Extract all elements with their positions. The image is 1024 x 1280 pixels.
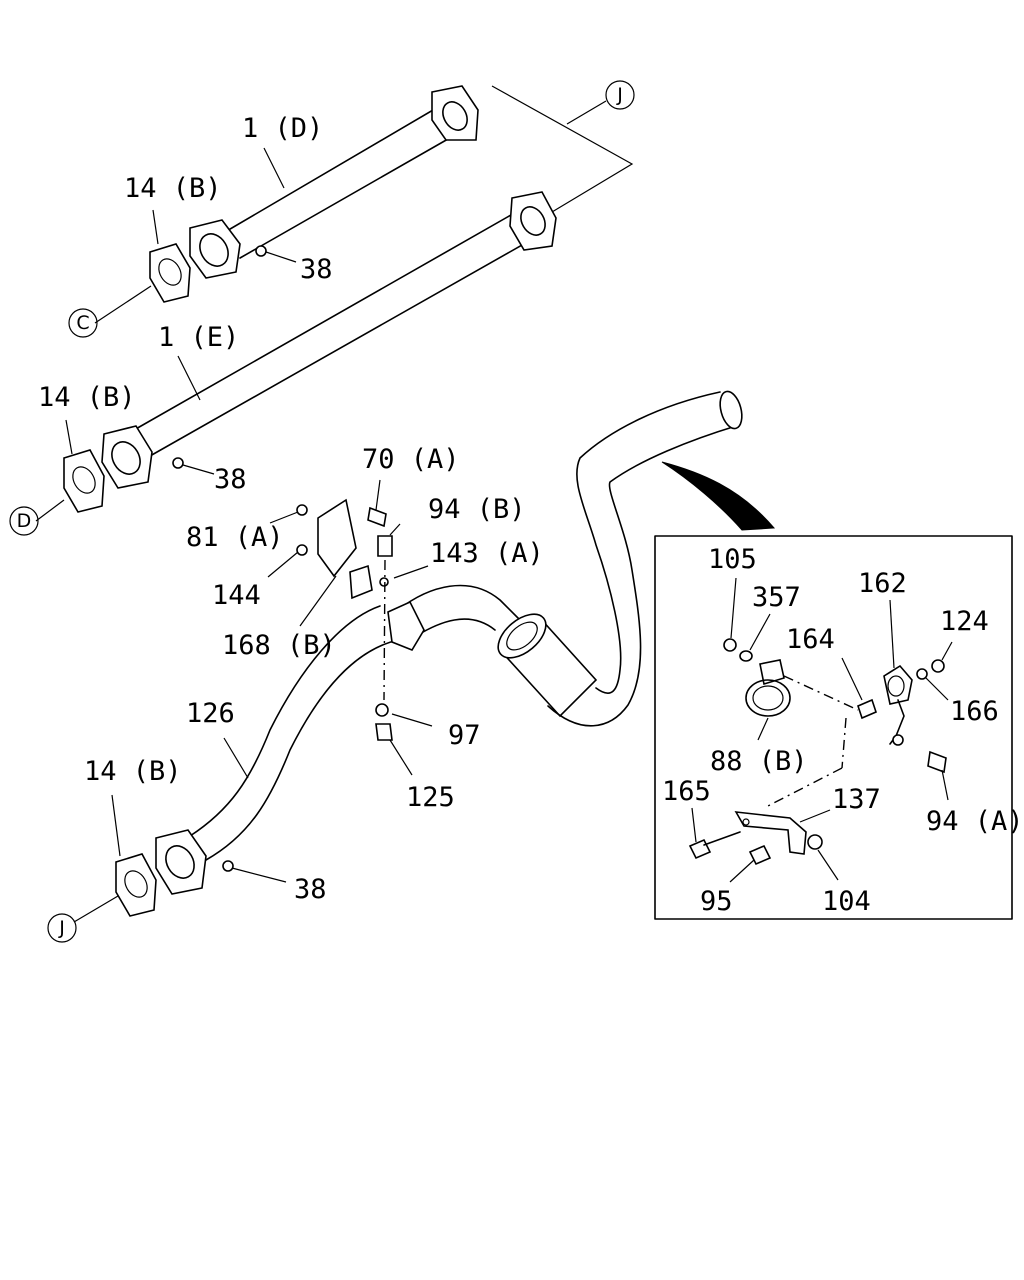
label-95: 95 — [700, 886, 733, 917]
label-124: 124 — [940, 606, 989, 637]
label-144: 144 — [212, 580, 261, 611]
label-165: 165 — [662, 776, 711, 807]
muffler-assembly — [387, 390, 743, 727]
connector-j-bottom: J — [47, 913, 77, 943]
leader-j-top — [491, 85, 634, 213]
label-14b-top: 14 (B) — [124, 173, 222, 204]
label-94b: 94 (B) — [428, 494, 526, 525]
label-166: 166 — [950, 696, 999, 727]
detail-arrow — [661, 461, 776, 531]
pipe-1d — [189, 85, 479, 279]
label-162: 162 — [858, 568, 907, 599]
label-14b-middle: 14 (B) — [38, 382, 136, 413]
connector-j-top: J — [605, 80, 635, 110]
pipe-1e — [101, 191, 557, 489]
hanger-bracket — [296, 498, 393, 741]
label-357: 357 — [752, 582, 801, 613]
svg-text:J: J — [616, 84, 623, 106]
svg-text:C: C — [76, 312, 89, 334]
label-126: 126 — [186, 698, 235, 729]
label-1e: 1 (E) — [158, 322, 239, 353]
label-70a: 70 (A) — [362, 444, 460, 475]
label-81a: 81 (A) — [186, 522, 284, 553]
detail-box — [654, 535, 1013, 920]
connector-d: D — [9, 506, 39, 536]
label-1d: 1 (D) — [242, 113, 323, 144]
label-104: 104 — [822, 886, 871, 917]
gasket-14b-middle — [63, 449, 105, 513]
leader-lines — [35, 147, 953, 923]
label-143a: 143 (A) — [430, 538, 544, 569]
gasket-14b-bottom — [115, 853, 157, 917]
gasket-14b-top — [149, 243, 191, 303]
label-164: 164 — [786, 624, 835, 655]
label-94a: 94 (A) — [926, 806, 1024, 837]
label-125: 125 — [406, 782, 455, 813]
label-38-middle: 38 — [214, 464, 247, 495]
label-88b: 88 (B) — [710, 746, 808, 777]
label-168b: 168 (B) — [222, 630, 336, 661]
label-137: 137 — [832, 784, 881, 815]
svg-text:D: D — [17, 510, 32, 532]
svg-text:J: J — [58, 917, 65, 939]
label-97: 97 — [448, 720, 481, 751]
label-38-top: 38 — [300, 254, 333, 285]
front-pipe-126 — [155, 605, 399, 895]
label-38-bottom: 38 — [294, 874, 327, 905]
label-14b-bottom: 14 (B) — [84, 756, 182, 787]
connector-c: C — [68, 308, 98, 338]
label-105: 105 — [708, 544, 757, 575]
